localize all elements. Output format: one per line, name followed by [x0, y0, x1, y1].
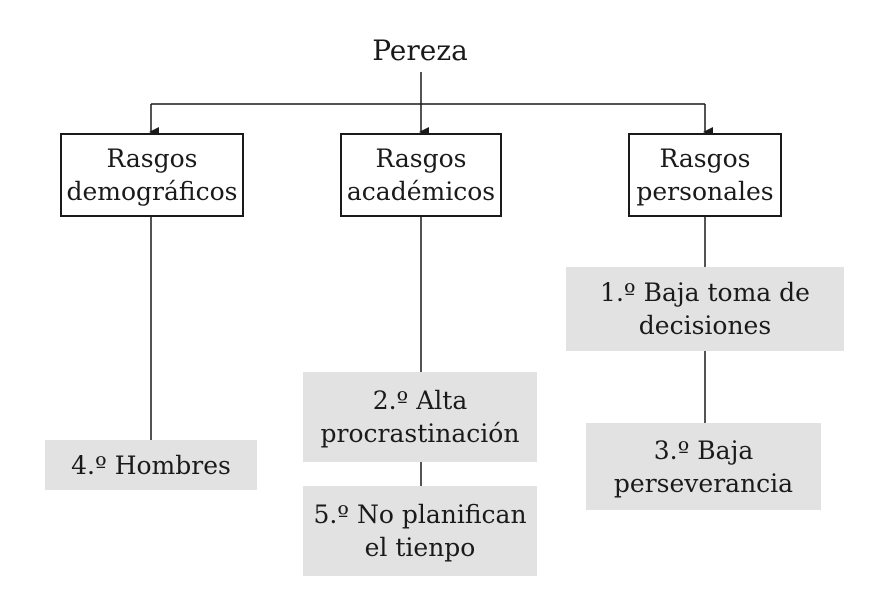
category-label-line: Rasgos: [659, 144, 751, 173]
item-box-alta-procrastinacion: 2.º Alta procrastinación: [303, 372, 537, 462]
category-label-line: demográficos: [66, 177, 238, 206]
root-label: Pereza: [372, 33, 468, 67]
item-label-line: 3.º Baja: [653, 435, 754, 465]
category-box-academicos: Rasgos académicos: [340, 133, 502, 217]
item-label-line: procrastinación: [320, 419, 520, 448]
category-label-line: académicos: [346, 177, 496, 206]
item-label-line: el tienpo: [364, 533, 476, 562]
item-label-line: 2.º Alta: [372, 386, 468, 415]
category-label-line: personales: [636, 177, 774, 206]
item-label-line: perseverancia: [613, 468, 794, 498]
category-box-personales: Rasgos personales: [628, 133, 782, 217]
category-label-line: Rasgos: [375, 144, 467, 173]
item-label-line: 5.º No planifican: [313, 500, 527, 529]
item-label-line: 4.º Hombres: [71, 450, 231, 480]
item-box-hombres: 4.º Hombres: [45, 440, 257, 490]
category-label-line: Rasgos: [106, 144, 198, 173]
item-box-no-planifican: 5.º No planifican el tienpo: [303, 486, 537, 576]
item-label-line: decisiones: [638, 311, 772, 340]
root-node-pereza: Pereza: [320, 28, 520, 72]
item-box-baja-toma-decisiones: 1.º Baja toma de decisiones: [566, 267, 844, 351]
item-box-baja-perseverancia: 3.º Baja perseverancia: [586, 423, 821, 510]
item-label-line: 1.º Baja toma de: [600, 278, 810, 307]
category-box-demograficos: Rasgos demográficos: [60, 133, 244, 217]
